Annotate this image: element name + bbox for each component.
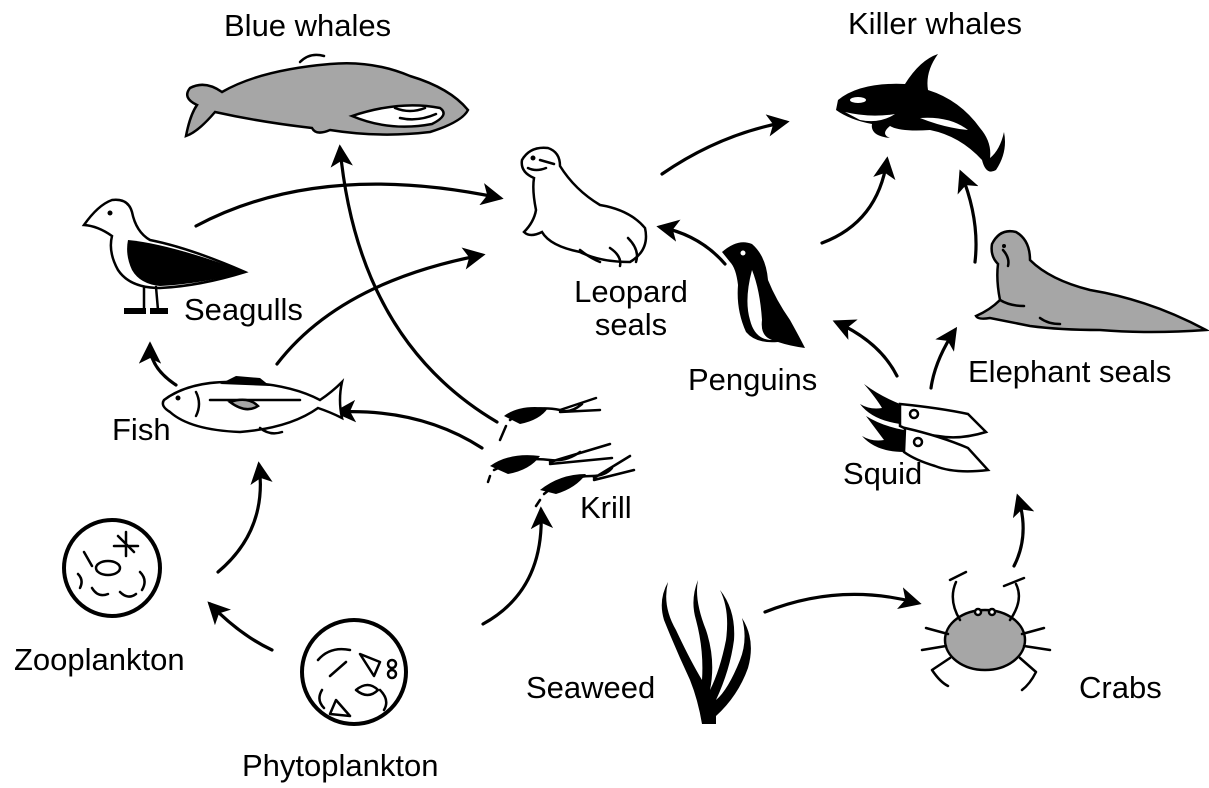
crab-illustration <box>922 572 1050 690</box>
label-seagulls: Seagulls <box>184 294 303 327</box>
arrow-phytoplankton-to-krill <box>483 510 541 624</box>
penguin-illustration <box>722 242 805 348</box>
arrow-crabs-to-squid <box>1014 497 1023 566</box>
label-seaweed: Seaweed <box>526 672 655 705</box>
label-blue-whales: Blue whales <box>224 10 391 43</box>
arrow-fish-to-seagulls <box>150 345 176 385</box>
phytoplankton-illustration <box>302 620 406 724</box>
label-zooplankton: Zooplankton <box>14 644 185 677</box>
leopard-seal-illustration <box>522 148 646 266</box>
label-crabs: Crabs <box>1079 672 1162 705</box>
arrow-seaweed-to-crabs <box>765 594 918 612</box>
arrow-elephant-seals-to-killer-whales <box>961 173 976 262</box>
label-squid: Squid <box>843 458 922 491</box>
label-killer-whales: Killer whales <box>848 8 1022 41</box>
arrow-squid-to-penguins <box>836 322 897 376</box>
arrow-leopard-seals-to-killer-whales <box>662 122 786 174</box>
arrow-krill-to-fish <box>337 412 482 448</box>
seaweed-illustration <box>662 580 751 724</box>
killer-whale-illustration <box>836 54 1005 172</box>
blue-whale-illustration <box>186 55 468 136</box>
arrow-fish-to-leopard-seals <box>277 255 482 364</box>
arrow-krill-to-blue-whales <box>340 148 497 422</box>
label-fish: Fish <box>112 414 171 447</box>
label-krill: Krill <box>580 492 632 525</box>
arrow-squid-to-elephant-seals <box>931 330 955 388</box>
arrow-zooplankton-to-fish <box>218 465 260 572</box>
label-elephant-seals: Elephant seals <box>968 356 1171 389</box>
arrow-phytoplankton-to-zooplankton <box>210 604 272 650</box>
fish-illustration <box>163 376 342 433</box>
label-phytoplankton: Phytoplankton <box>242 750 438 783</box>
zooplankton-illustration <box>64 520 160 616</box>
arrow-penguins-to-leopard-seals <box>660 227 725 264</box>
label-leopard-seals-line1: Leopard <box>563 276 699 309</box>
arrow-penguins-to-killer-whales <box>822 160 887 243</box>
label-leopard-seals: Leopard seals <box>563 276 699 341</box>
label-leopard-seals-line2: seals <box>563 309 699 342</box>
elephant-seal-illustration <box>976 231 1206 332</box>
label-penguins: Penguins <box>688 364 817 397</box>
